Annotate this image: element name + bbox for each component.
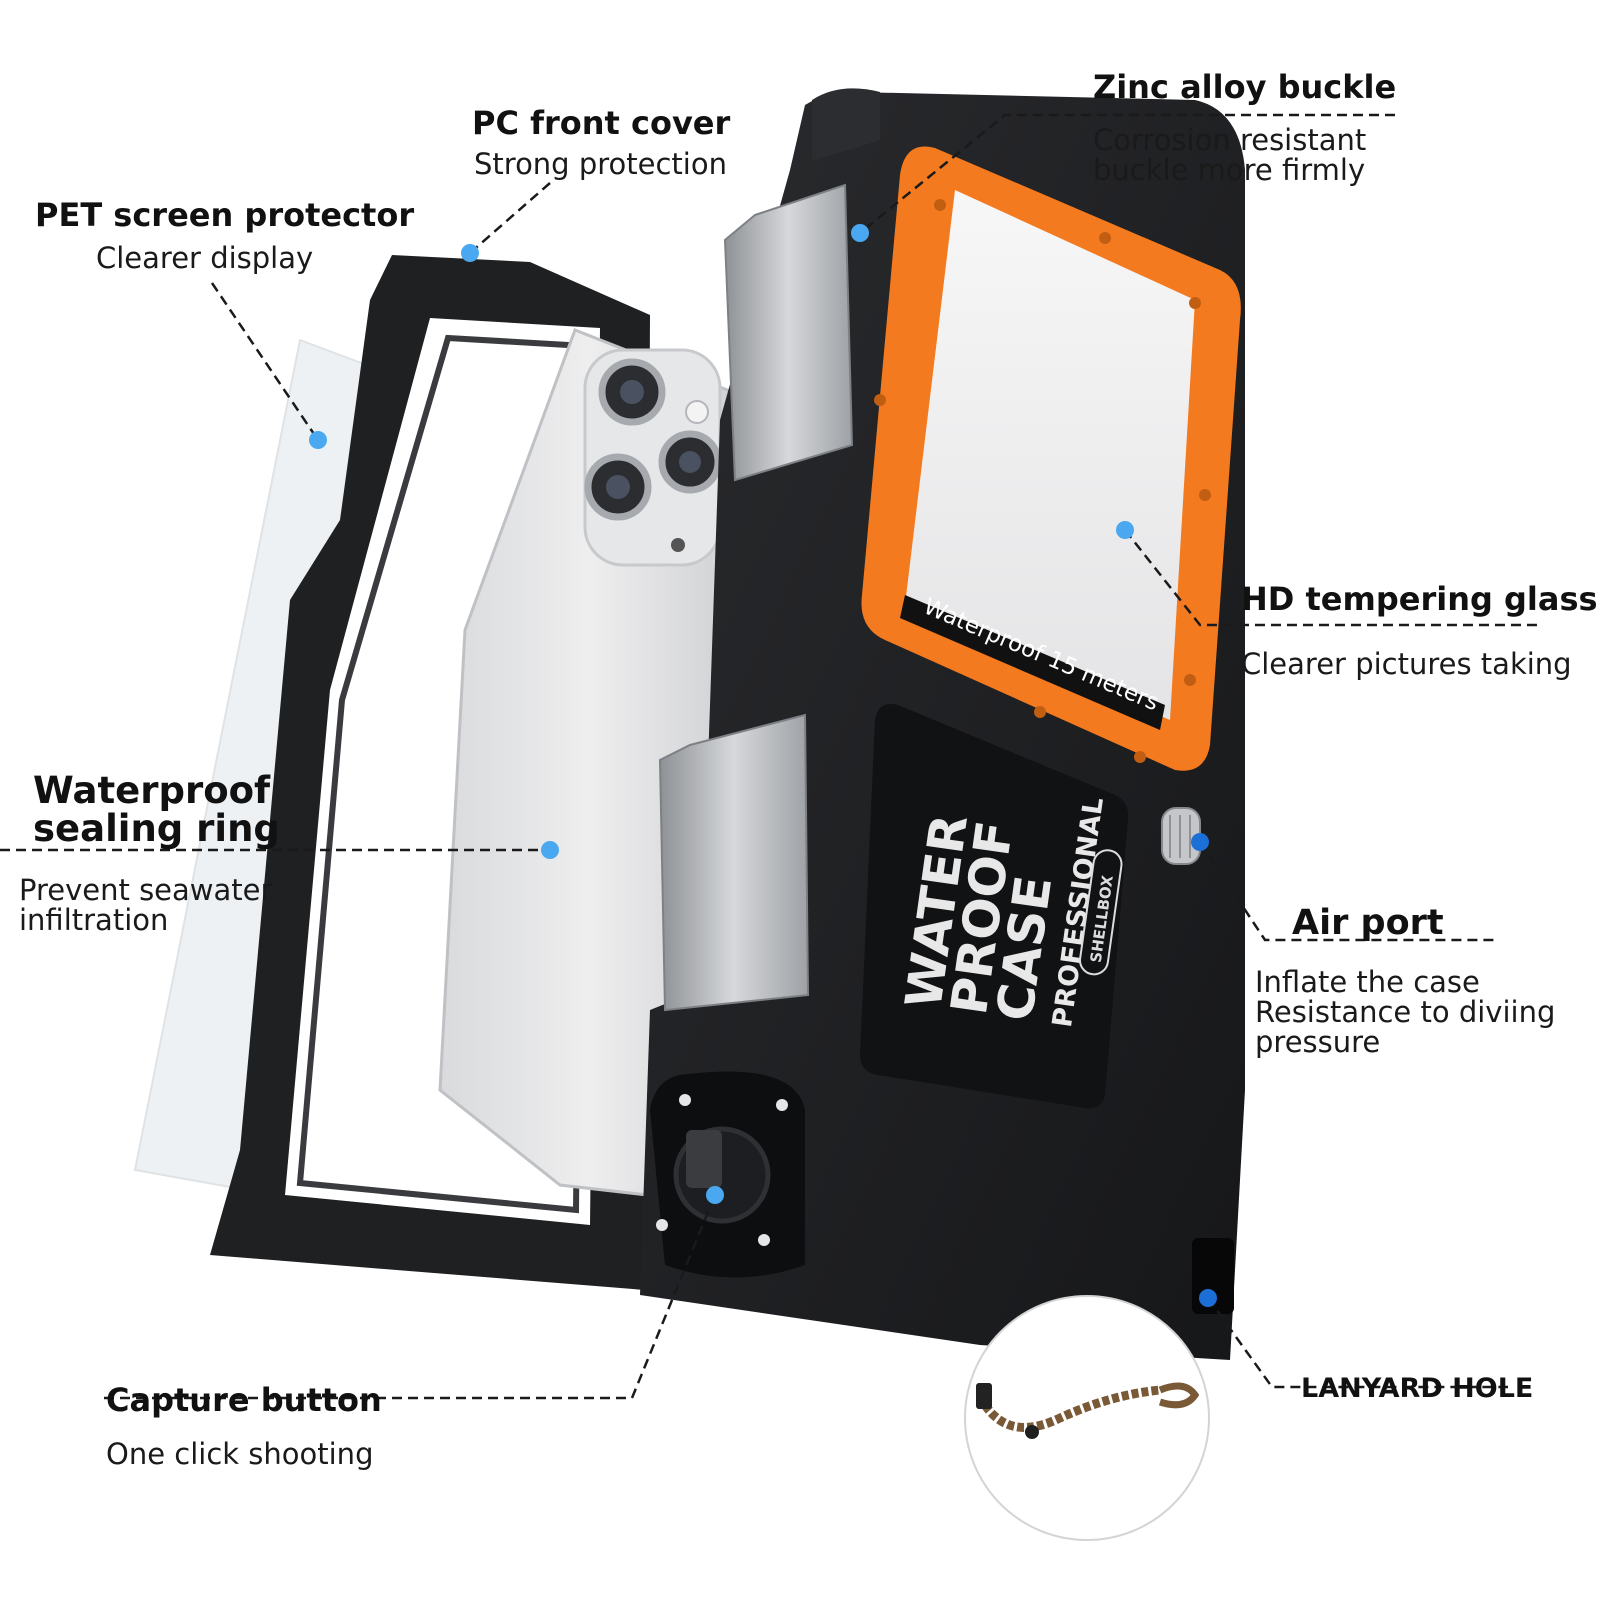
air-valve-knob — [1161, 807, 1201, 865]
capture-desc: One click shooting — [106, 1437, 374, 1471]
leader-lanyard — [1206, 1297, 1508, 1389]
pc-title: PC front cover — [472, 104, 731, 142]
dot-hd — [1116, 521, 1134, 539]
leader-air — [1198, 841, 1498, 942]
lanyard-title: LANYARD HOLE — [1301, 1373, 1534, 1404]
zinc-desc-line1: Corrosion resistant — [1093, 123, 1367, 157]
dot-zinc — [851, 224, 869, 242]
leader-hd — [1124, 529, 1540, 627]
seal-title-line2: sealing ring — [33, 807, 280, 850]
air-title: Air port — [1292, 903, 1444, 943]
dot-pc — [461, 244, 479, 262]
air-desc-line1: Inflate the case — [1255, 965, 1480, 999]
lanyard-inset — [964, 1295, 1210, 1541]
hd-title: HD tempering glass — [1241, 580, 1598, 618]
dot-pet — [309, 431, 327, 449]
seal-title-line1: Waterproof — [33, 769, 271, 812]
zinc-desc-line2: buckle more firmly — [1093, 153, 1366, 187]
air-desc-line3: pressure — [1255, 1025, 1381, 1059]
zinc-alloy-buckles — [658, 183, 854, 1012]
air-desc-line2: Resistance to diviing — [1255, 995, 1556, 1029]
pc-desc: Strong protection — [474, 147, 727, 181]
dot-seal — [541, 841, 559, 859]
leader-zinc — [859, 113, 1395, 234]
seal-desc-line2: infiltration — [19, 903, 169, 937]
leader-lines — [0, 113, 1540, 1400]
hd-desc: Clearer pictures taking — [1241, 647, 1572, 681]
capture-button-plate — [650, 1071, 805, 1278]
seal-desc-line1: Prevent seawater — [19, 873, 273, 907]
leader-capture — [104, 1194, 717, 1400]
dot-lanyard — [1199, 1289, 1217, 1307]
capture-title: Capture button — [106, 1381, 382, 1419]
callout-dots — [309, 224, 1217, 1307]
pet-desc: Clearer display — [96, 241, 314, 275]
logo-panel: WATER PROOF CASE PROFESSIONAL SHELLBOX — [860, 704, 1129, 1109]
pet-title: PET screen protector — [35, 196, 415, 234]
leader-pc — [469, 182, 551, 254]
zinc-title: Zinc alloy buckle — [1093, 68, 1397, 106]
dot-capture — [706, 1186, 724, 1204]
orange-lens-bezel: Waterproof 15 meters — [861, 146, 1241, 771]
dot-air — [1191, 833, 1209, 851]
